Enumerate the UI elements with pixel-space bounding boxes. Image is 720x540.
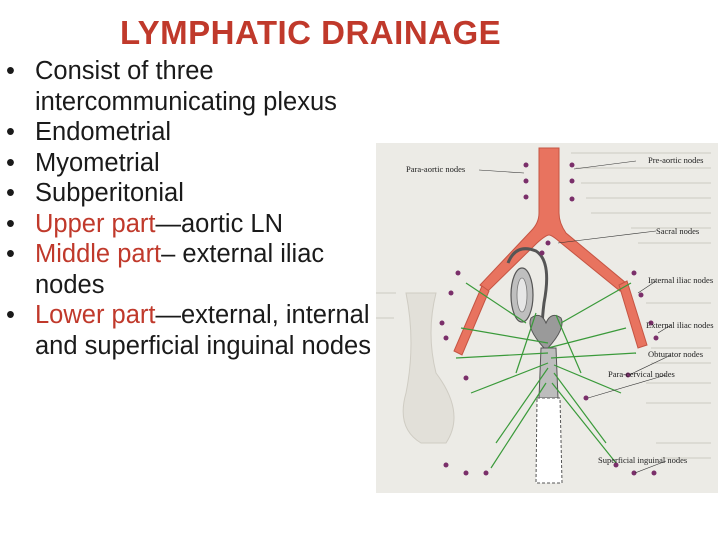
pelvis-outline bbox=[402, 292, 455, 444]
label-external-iliac-nodes: External iliac nodes bbox=[646, 320, 714, 330]
aorta-and-iliac-arteries bbox=[453, 147, 648, 356]
bullet-item: Upper part—aortic LN bbox=[0, 209, 400, 240]
label-obturator-nodes: Obturator nodes bbox=[648, 349, 703, 359]
bullet-list: Consist of three intercommunicating plex… bbox=[0, 56, 400, 361]
bullet-highlight: Lower part bbox=[35, 301, 156, 329]
anatomy-illustration: Para-aortic nodes Pre-aortic nodes Sacra… bbox=[376, 147, 714, 484]
bullet-text: Consist of three intercommunicating plex… bbox=[35, 57, 337, 116]
bullet-text: – external iliac nodes bbox=[35, 240, 325, 299]
bullet-item: Myometrial bbox=[0, 148, 400, 179]
lymphatic-vessels bbox=[455, 282, 637, 469]
bullet-item: Consist of three intercommunicating plex… bbox=[0, 56, 400, 117]
bullet-text: —aortic LN bbox=[155, 209, 284, 238]
bullet-text: —external, internal and superficial ingu… bbox=[35, 301, 371, 360]
bullet-highlight: Upper part bbox=[35, 209, 156, 238]
slide-title: LYMPHATIC DRAINAGE bbox=[120, 14, 502, 51]
label-para-aortic-nodes: Para-aortic nodes bbox=[406, 164, 465, 174]
bullet-text: Myometrial bbox=[35, 148, 160, 177]
background-text-lines bbox=[376, 152, 711, 459]
label-superficial-inguinal-nodes: Superficial inguinal nodes bbox=[598, 455, 687, 465]
label-sacral-nodes: Sacral nodes bbox=[656, 226, 699, 236]
lymphatic-drainage-figure: Para-aortic nodes Pre-aortic nodes Sacra… bbox=[376, 143, 718, 493]
bullet-item: Lower part—external, internal and superf… bbox=[0, 300, 400, 361]
label-internal-iliac-nodes: Internal iliac nodes bbox=[648, 275, 713, 285]
label-pre-aortic-nodes: Pre-aortic nodes bbox=[648, 155, 703, 165]
lymph-nodes bbox=[439, 162, 659, 476]
bullet-text: Subperitonial bbox=[35, 179, 184, 207]
bullet-highlight: Middle part bbox=[35, 240, 162, 268]
bullet-text: Endometrial bbox=[35, 118, 172, 146]
label-para-cervical-nodes: Para-cervical nodes bbox=[608, 369, 675, 379]
label-leaders bbox=[478, 160, 672, 474]
bullet-item: Middle part– external iliac nodes bbox=[0, 239, 400, 300]
uterus-and-adnexa bbox=[506, 247, 563, 484]
bullet-item: Endometrial bbox=[0, 117, 400, 148]
bullet-item: Subperitonial bbox=[0, 178, 400, 209]
